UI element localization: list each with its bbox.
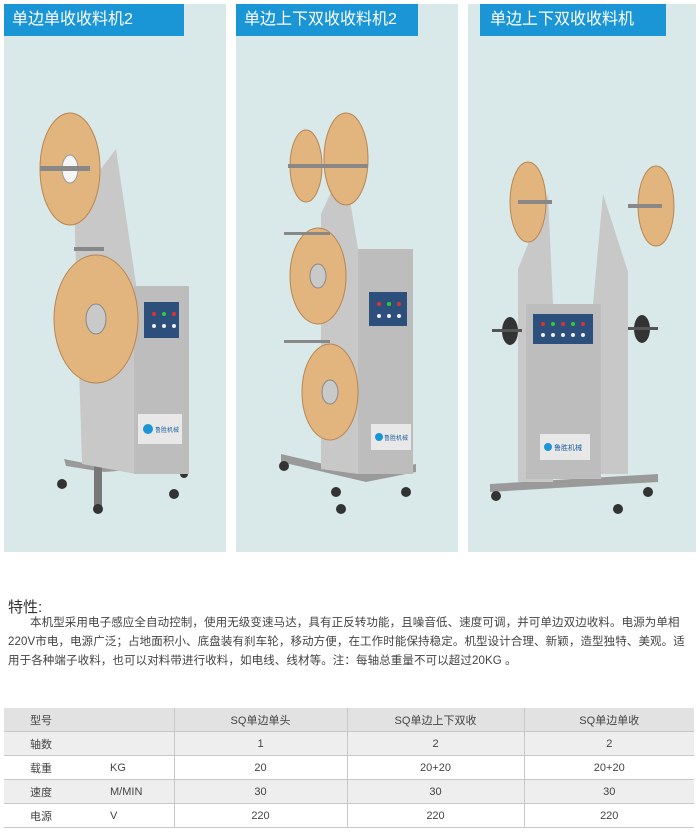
product-panel-single: 单边单收收料机2 鲁胜机械 — [4, 4, 226, 552]
logo-icon — [375, 433, 383, 441]
logo-icon — [143, 424, 153, 434]
header-model: SQ单边单头 — [173, 708, 347, 732]
table-row: 载重 KG 20 20+20 20+20 — [4, 755, 694, 780]
cell-value: 30 — [346, 779, 524, 804]
brand-logo-text: 鲁胜机械 — [384, 434, 408, 442]
double-side-machine-image: 鲁胜机械 — [490, 161, 675, 514]
row-label: 速度 — [4, 779, 104, 804]
row-unit: M/MIN — [104, 779, 174, 804]
product-title-tab: 单边上下双收收料机2 — [236, 4, 418, 36]
row-unit: V — [104, 803, 174, 828]
row-label: 载重 — [4, 755, 104, 780]
header-label: 型号 — [4, 708, 104, 732]
cell-value: 220 — [173, 803, 347, 828]
header-model: SQ单边单收 — [523, 708, 694, 732]
row-label: 电源 — [4, 803, 104, 828]
single-reel-machine-image: 鲁胜机械 — [39, 112, 189, 514]
double-reel-machine-image: 鲁胜机械 — [279, 112, 416, 514]
product-panel-double-updown: 单边上下双收收料机 鲁胜机械 — [468, 4, 696, 552]
spec-table: 型号 SQ单边单头 SQ单边上下双收 SQ单边单收 轴数 1 2 2 载重 KG… — [4, 708, 694, 828]
row-unit — [104, 731, 174, 756]
cell-value: 2 — [523, 731, 694, 756]
cell-value: 20 — [173, 755, 347, 780]
row-label: 轴数 — [4, 731, 104, 756]
product-title-tab: 单边上下双收收料机 — [480, 4, 666, 36]
table-header-row: 型号 SQ单边单头 SQ单边上下双收 SQ单边单收 — [4, 708, 694, 732]
cell-value: 2 — [346, 731, 524, 756]
cell-value: 20+20 — [346, 755, 524, 780]
cell-value: 30 — [173, 779, 347, 804]
header-unit — [104, 708, 174, 732]
features-description: 本机型采用电子感应全自动控制，使用无级变速马达，具有正反转功能，且噪音低、速度可… — [8, 617, 685, 667]
table-row: 速度 M/MIN 30 30 30 — [4, 779, 694, 804]
cell-value: 1 — [173, 731, 347, 756]
product-panel-double-updown-2: 单边上下双收收料机2 鲁胜机械 — [236, 4, 458, 552]
table-row: 轴数 1 2 2 — [4, 731, 694, 756]
cell-value: 20+20 — [523, 755, 694, 780]
brand-logo-text: 鲁胜机械 — [554, 443, 582, 452]
cell-value: 30 — [523, 779, 694, 804]
cell-value: 220 — [346, 803, 524, 828]
header-model: SQ单边上下双收 — [346, 708, 524, 732]
row-unit: KG — [104, 755, 174, 780]
product-title-tab: 单边单收收料机2 — [4, 4, 184, 36]
features-heading: 特性: — [8, 599, 43, 616]
logo-icon — [544, 443, 552, 451]
brand-logo-text: 鲁胜机械 — [155, 426, 179, 434]
cell-value: 220 — [523, 803, 694, 828]
table-row: 电源 V 220 220 220 — [4, 803, 694, 828]
